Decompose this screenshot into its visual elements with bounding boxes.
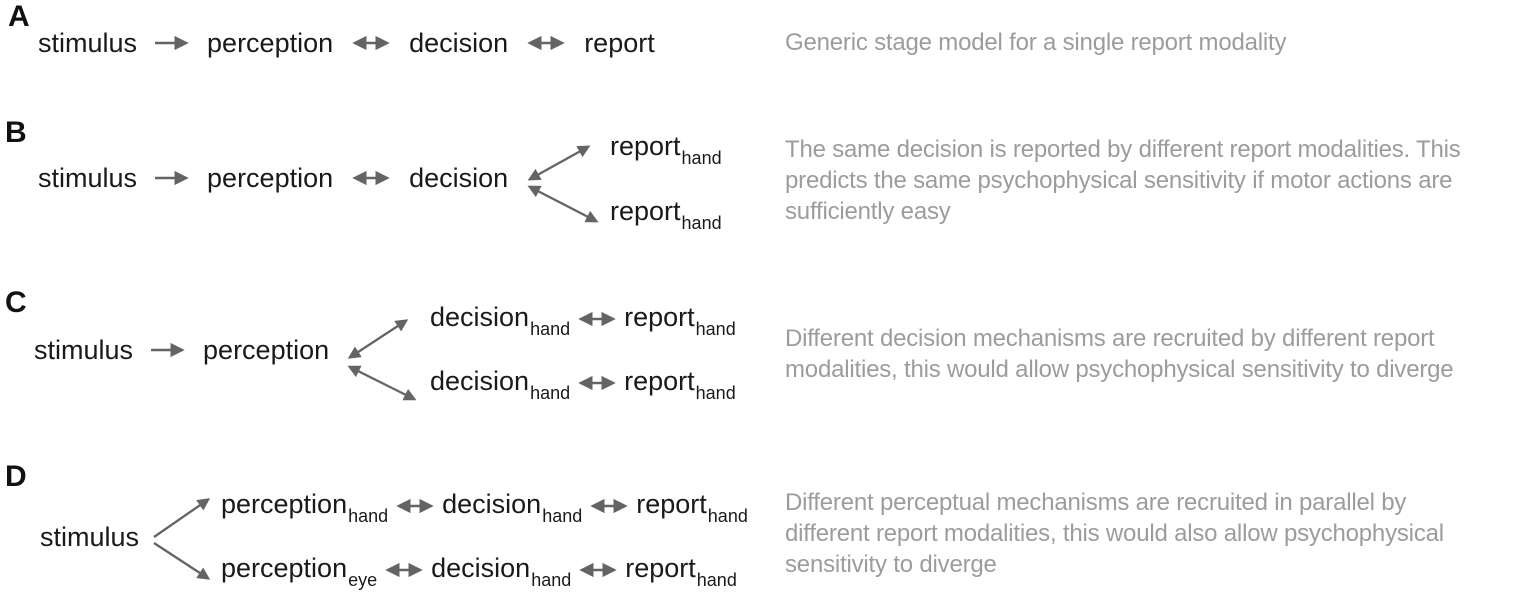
panel-c-label: C	[5, 286, 27, 319]
node-subscript: eye	[348, 570, 378, 590]
node-report-hand: reporthand	[624, 301, 736, 339]
node-decision-hand: decisionhand	[442, 488, 583, 526]
node-text: report	[610, 196, 681, 226]
node-subscript: hand	[695, 319, 736, 339]
arrow-right-icon	[155, 35, 189, 51]
node-subscript: hand	[681, 148, 722, 168]
node-text: perception	[221, 553, 348, 583]
arrow-right-icon	[155, 170, 189, 186]
node-stimulus: stimulus	[38, 28, 138, 58]
panel-d-branch-chain-top: perceptionhand decisionhand reporthand	[221, 488, 748, 526]
branch-fork-arrows-icon	[527, 145, 599, 223]
arrow-double-icon	[579, 562, 617, 577]
node-text: decision	[430, 366, 530, 396]
node-subscript: hand	[542, 506, 583, 526]
node-text: report	[624, 366, 695, 396]
panel-d-branch-chain-bottom: perceptioneye decisionhand reporthand	[221, 552, 737, 590]
description-line: predicts the same psychophysical sensiti…	[785, 167, 1453, 194]
node-decision-hand: decisionhand	[430, 301, 571, 339]
arrow-double-icon	[396, 498, 434, 513]
node-text: decision	[431, 553, 531, 583]
arrow-double-icon	[385, 562, 423, 577]
panel-b-description: The same decision is reported by differe…	[785, 134, 1461, 227]
node-report-hand-top: reporthand	[610, 130, 722, 168]
node-subscript: hand	[530, 383, 571, 403]
description-line: sufficiently easy	[785, 198, 951, 225]
node-text: report	[636, 489, 707, 519]
node-stimulus: stimulus	[40, 522, 140, 552]
arrow-double-icon	[352, 170, 390, 186]
node-subscript: hand	[707, 506, 748, 526]
node-report-hand: reporthand	[624, 365, 736, 403]
description-line: Generic stage model for a single report …	[785, 29, 1287, 56]
arrow-double-icon	[590, 498, 628, 513]
description-line: different report modalities, this would …	[785, 520, 1444, 547]
node-stimulus: stimulus	[34, 335, 134, 365]
node-text: report	[624, 302, 695, 332]
panel-a-description: Generic stage model for a single report …	[785, 27, 1287, 58]
node-decision-hand: decisionhand	[430, 365, 571, 403]
node-subscript: hand	[696, 570, 737, 590]
node-perception: perception	[207, 163, 334, 193]
node-subscript: hand	[695, 383, 736, 403]
panel-c-flow: stimulus perception	[34, 334, 329, 366]
node-stimulus: stimulus	[38, 163, 138, 193]
node-text: decision	[442, 489, 542, 519]
panel-c-branch-chain-top: decisionhand reporthand	[430, 301, 736, 339]
panel-c-description: Different decision mechanisms are recrui…	[785, 323, 1454, 385]
node-perception-hand: perceptionhand	[221, 488, 389, 526]
panel-d-description: Different perceptual mechanisms are recr…	[785, 487, 1444, 580]
node-decision: decision	[409, 163, 509, 193]
node-subscript: hand	[531, 570, 572, 590]
branch-fork-arrows-icon	[347, 319, 417, 401]
arrow-double-icon	[578, 311, 616, 326]
node-perception: perception	[207, 28, 334, 58]
description-line: modalities, this would allow psychophysi…	[785, 356, 1454, 383]
node-text: report	[625, 553, 696, 583]
node-report-hand-bottom: reporthand	[610, 195, 722, 233]
node-perception: perception	[203, 335, 330, 365]
node-subscript: hand	[530, 319, 571, 339]
description-line: The same decision is reported by differe…	[785, 136, 1461, 163]
panel-b-flow: stimulus perception decision	[38, 162, 508, 194]
arrow-right-icon	[151, 342, 185, 358]
node-decision: decision	[409, 28, 509, 58]
arrow-double-icon	[352, 35, 390, 51]
arrow-double-icon	[527, 35, 565, 51]
node-perception-eye: perceptioneye	[221, 552, 378, 590]
node-decision-hand: decisionhand	[431, 552, 572, 590]
panel-c-branch-chain-bottom: decisionhand reporthand	[430, 365, 736, 403]
node-text: decision	[430, 302, 530, 332]
description-line: sensitivity to diverge	[785, 551, 997, 578]
panel-d-label: D	[5, 460, 27, 493]
node-subscript: hand	[348, 506, 389, 526]
panel-a-flow: stimulus perception decision report	[38, 27, 655, 59]
node-report-hand: reporthand	[625, 552, 737, 590]
arrow-double-icon	[578, 375, 616, 390]
description-line: Different perceptual mechanisms are recr…	[785, 489, 1407, 516]
description-line: Different decision mechanisms are recrui…	[785, 325, 1435, 352]
node-report-hand: reporthand	[636, 488, 748, 526]
node-report: report	[584, 28, 655, 58]
panel-a-label: A	[8, 0, 30, 33]
node-subscript: hand	[681, 213, 722, 233]
node-text: report	[610, 131, 681, 161]
node-text: perception	[221, 489, 348, 519]
branch-fork-arrows-icon	[153, 498, 211, 580]
panel-b-label: B	[5, 116, 27, 149]
